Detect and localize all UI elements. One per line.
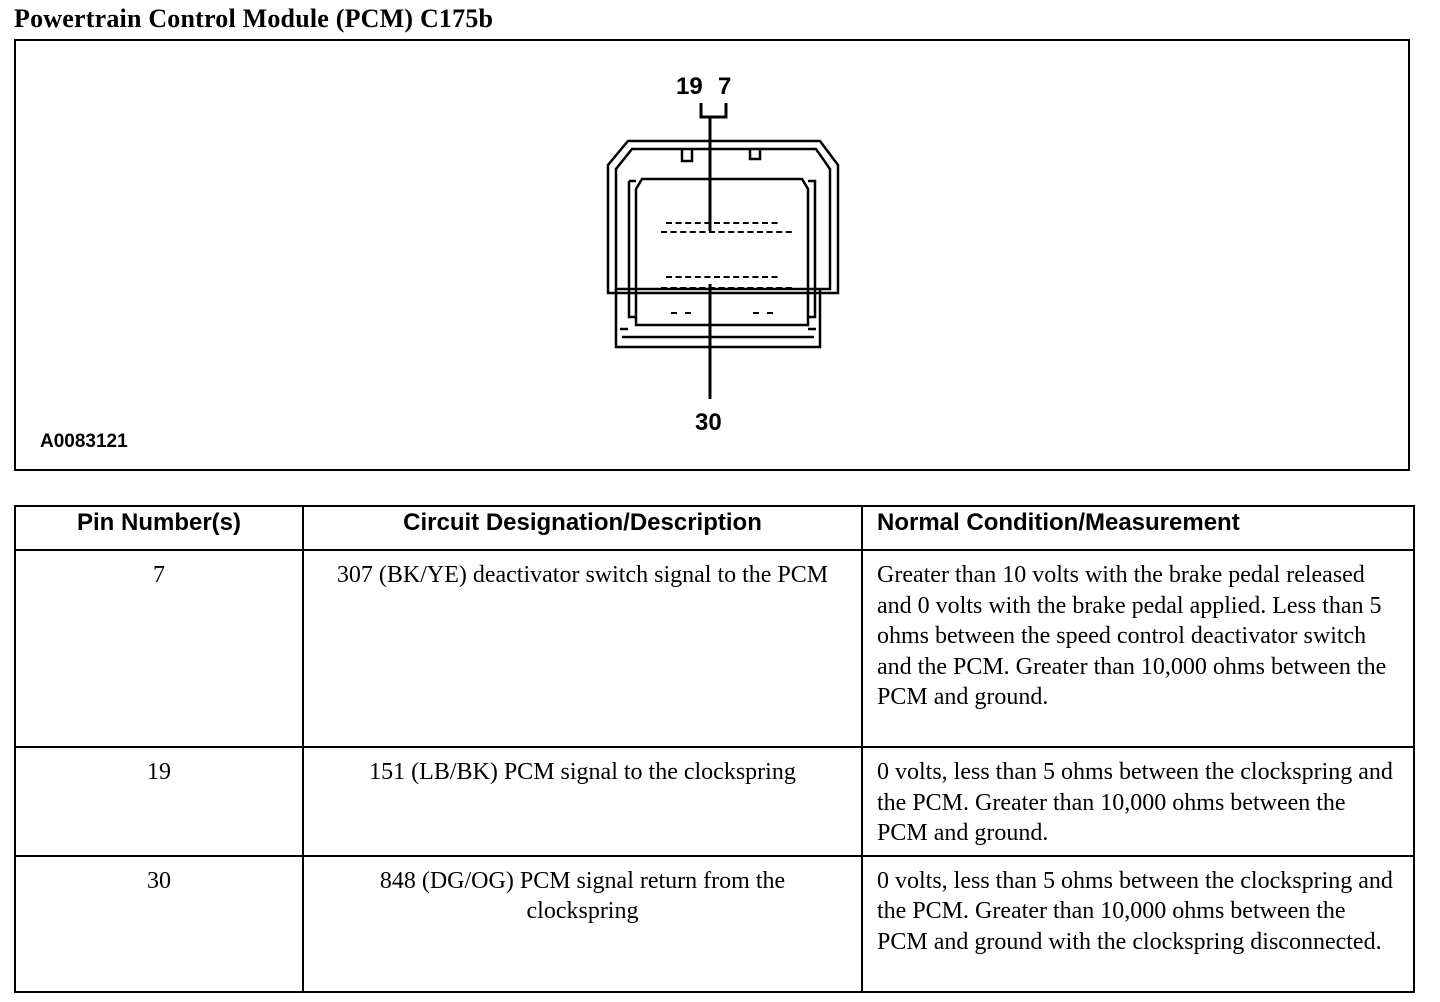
- pin-table: Pin Number(s) Circuit Designation/Descri…: [14, 505, 1415, 993]
- table-row: 19 151 (LB/BK) PCM signal to the clocksp…: [14, 746, 1415, 857]
- circuit-cell: 151 (LB/BK) PCM signal to the clocksprin…: [302, 746, 863, 857]
- measurement-cell: 0 volts, less than 5 ohms between the cl…: [861, 746, 1415, 857]
- callout-label-7: 7: [718, 73, 732, 100]
- latch-right: [748, 149, 762, 161]
- pin-number-cell: 7: [14, 549, 304, 748]
- connector-outer-shell: [606, 139, 840, 295]
- connector-base: [614, 289, 822, 349]
- connector-figure: 19 7 30 A0083121: [14, 39, 1410, 471]
- circuit-cell: 848 (DG/OG) PCM signal return from the c…: [302, 854, 863, 993]
- pin-cavity-rows: [661, 222, 792, 314]
- document-title: Powertrain Control Module (PCM) C175b: [14, 4, 494, 33]
- pin-number-cell: 19: [14, 746, 304, 857]
- figure-id: A0083121: [40, 431, 128, 452]
- callout-label-19: 19: [676, 73, 703, 100]
- header-circuit: Circuit Designation/Description: [302, 505, 863, 551]
- table-row: 30 848 (DG/OG) PCM signal return from th…: [14, 854, 1415, 993]
- table-row: 7 307 (BK/YE) deactivator switch signal …: [14, 549, 1415, 748]
- callout-label-30: 30: [695, 409, 722, 436]
- header-pin-numbers: Pin Number(s): [14, 505, 304, 551]
- latch-left: [680, 149, 694, 163]
- connector-inner-shell: [614, 147, 832, 291]
- pin-face: [634, 177, 810, 327]
- measurement-cell: 0 volts, less than 5 ohms between the cl…: [861, 854, 1415, 993]
- pin-number-cell: 30: [14, 854, 304, 993]
- measurement-cell: Greater than 10 volts with the brake ped…: [861, 549, 1415, 748]
- circuit-cell: 307 (BK/YE) deactivator switch signal to…: [302, 549, 863, 748]
- header-measurement: Normal Condition/Measurement: [861, 505, 1415, 551]
- connector-face-drawing: [606, 103, 840, 399]
- table-header-row: Pin Number(s) Circuit Designation/Descri…: [14, 505, 1415, 551]
